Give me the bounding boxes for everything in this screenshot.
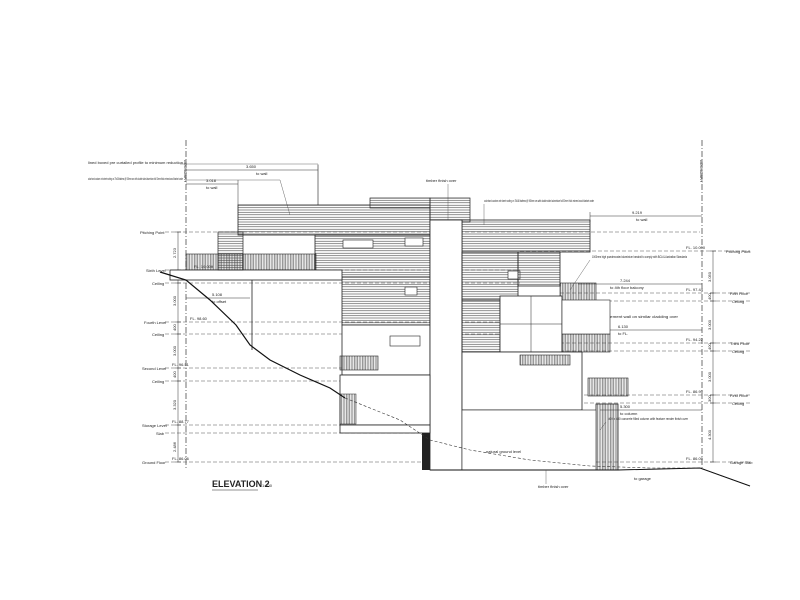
dim-7244: 7.244 — [620, 278, 631, 283]
fl-right-2: FL. 97.44 — [686, 287, 704, 292]
dim-to-offset: to offset — [212, 299, 227, 304]
natural-ground-label: natural ground level — [486, 449, 521, 454]
level-ceiling-r3: Ceiling — [732, 401, 744, 406]
fl-right-1: FL. 10.000 — [686, 245, 706, 250]
level-pitching-left: Pitching Point — [140, 230, 165, 235]
stair-tower — [217, 231, 244, 271]
dim-to-wall-3: to wall — [636, 217, 647, 222]
dim-to-4th-floor: to 4th floor balcony — [610, 285, 644, 290]
fl-left-3: FL. 96.51 — [172, 362, 190, 367]
note-balustrade: 1000mm high powdercoated aluminium handr… — [592, 254, 687, 259]
existing-ground-line — [159, 271, 346, 399]
level-sixth: Sixth Level — [146, 268, 166, 273]
timber-fin-label: timber finish over — [538, 484, 569, 489]
storage-slab — [339, 424, 431, 434]
right-dimension-string — [710, 250, 716, 463]
level-slab: Slab — [156, 431, 165, 436]
vdim-right-4: 400 — [707, 343, 712, 350]
note-column: 400 x 400 concrete filled column with fe… — [608, 416, 688, 421]
level-fourth: Fourth Level — [144, 320, 166, 325]
window-1 — [342, 239, 374, 249]
garage-column — [595, 403, 619, 471]
window-4 — [389, 335, 421, 347]
vdim-right-2: 400 — [707, 293, 712, 300]
top-deck-slab — [169, 269, 343, 281]
fl-left-2: FL. 98.60 — [190, 316, 208, 321]
roof-left-upper — [237, 204, 431, 236]
fl-right-4: FL. 86.99 — [686, 389, 704, 394]
dim-to-wall-2: to wall — [206, 185, 217, 190]
balcony-lower — [339, 355, 379, 371]
dim-6130: 6.130 — [618, 324, 629, 329]
vdim-left-1: 2.723 — [172, 247, 177, 258]
retaining-wall — [422, 433, 430, 470]
vdim-left-3: 3.000 — [172, 295, 177, 306]
drawing-title: ELEVATION 2 — [212, 479, 270, 489]
dim-5108: 5.108 — [212, 292, 223, 297]
level-ceiling-3: Ceiling — [152, 379, 164, 384]
level-third: Third Floor — [730, 341, 750, 346]
window-2 — [404, 237, 424, 247]
level-ceiling-2: Ceiling — [152, 332, 164, 337]
dim-3650: 3.650 — [246, 164, 257, 169]
right-mid-frame — [561, 299, 611, 335]
mid-level-block — [341, 276, 431, 326]
garage-wall — [461, 409, 597, 471]
level-ceiling-r2: Ceiling — [732, 349, 744, 354]
vdim-left-7: 3.320 — [172, 399, 177, 410]
fl-left-4: FL. 88.77 — [172, 419, 190, 424]
note-timber-fin: timber finish over — [426, 178, 457, 183]
roof-left-top — [369, 197, 431, 209]
dim-to-column: to column — [620, 411, 637, 416]
level-second: Second Level — [142, 366, 166, 371]
garage-driveway — [617, 467, 751, 487]
window-3 — [404, 286, 418, 296]
level-ceiling-r1: Ceiling — [732, 299, 744, 304]
note-roof-left: colorbond custom orb sheet roofing on 75… — [88, 176, 183, 181]
level-ceiling-1: Ceiling — [152, 281, 164, 286]
level-first: First Floor — [730, 393, 749, 398]
dim-to-wall-1: to wall — [256, 171, 267, 176]
fl-right-5: FL. 86.09 — [686, 456, 704, 461]
window-6 — [519, 354, 571, 366]
vdim-left-5: 3.000 — [172, 345, 177, 356]
note-cladding: cement wall on similar cladding over — [608, 314, 679, 319]
central-column — [429, 219, 463, 471]
dim-9219: 9.219 — [632, 210, 643, 215]
right-lower-balcony — [587, 377, 629, 397]
drawing-scale: 1:100 — [262, 483, 273, 488]
level-fifth: Fifth Floor — [730, 291, 749, 296]
note-top-left: lined boxed pre curtailed profile to min… — [88, 160, 183, 165]
dim-to-fl: to FL. — [618, 331, 628, 336]
level-garage: Garage Slab — [730, 460, 753, 465]
right-mid-balcony — [561, 333, 611, 353]
fl-left-5: FL. 86.06 — [172, 456, 190, 461]
vdim-right-6: 300 — [707, 395, 712, 402]
level-ground: Ground Floor — [142, 460, 166, 465]
dim-5300: 5.300 — [620, 404, 631, 409]
right-mid-block — [461, 299, 501, 353]
roof-right — [461, 219, 591, 253]
top-deck-balustrade — [185, 253, 317, 271]
vdim-left-4: 400 — [172, 324, 177, 331]
vdim-left-8: 2.486 — [172, 441, 177, 452]
vdim-left-6: 400 — [172, 371, 177, 378]
level-storage: Storage Level — [142, 423, 167, 428]
roof-right-cap — [429, 197, 471, 223]
note-roof-right: colorbond custom orb sheet roofing on 75… — [484, 198, 594, 203]
vdim-right-1: 3.050 — [707, 271, 712, 282]
vdim-right-5: 3.000 — [707, 371, 712, 382]
boundary-label-right: BOUNDARY — [699, 160, 704, 183]
vdim-right-7: 4.300 — [707, 429, 712, 440]
right-balcony-top — [559, 282, 597, 302]
storage-hatch — [339, 393, 357, 425]
dim-3018: 3.018 — [206, 178, 217, 183]
vdim-right-3: 3.000 — [707, 319, 712, 330]
level-pitching-right: Pitching Point — [726, 249, 751, 254]
right-upper-ext — [517, 251, 561, 287]
boundary-label-left: BOUNDARY — [183, 160, 188, 183]
fl-right-3: FL. 94.22 — [686, 337, 704, 342]
to-garage-label: to garage — [634, 476, 652, 481]
